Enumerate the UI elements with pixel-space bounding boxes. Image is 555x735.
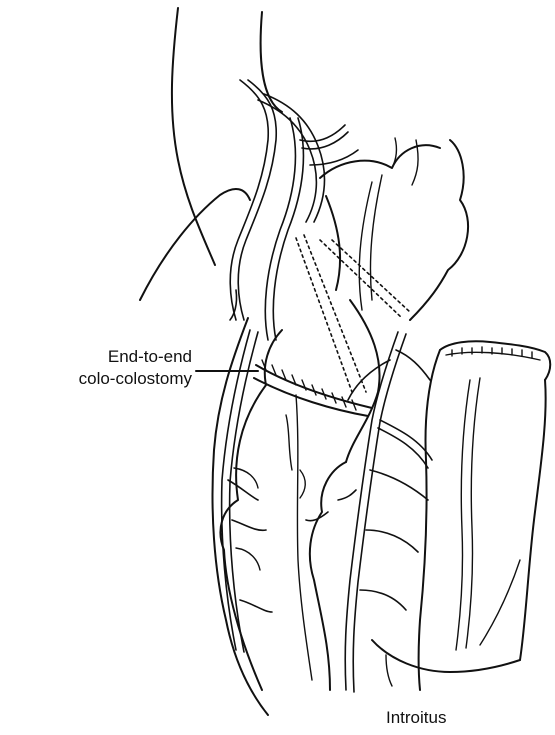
rectal-stump xyxy=(372,341,550,690)
dashed-inner-course xyxy=(296,235,410,392)
distal-colon-segment xyxy=(320,138,468,320)
proximal-colon-segment xyxy=(213,300,380,715)
body-contour-lines xyxy=(140,8,282,300)
anastomosis-label-line1: End-to-end xyxy=(52,346,192,367)
introitus-label: Introitus xyxy=(386,707,446,728)
anastomosis-label-line2: colo-colostomy xyxy=(26,368,192,389)
anastomosis-suture-line xyxy=(196,360,372,416)
